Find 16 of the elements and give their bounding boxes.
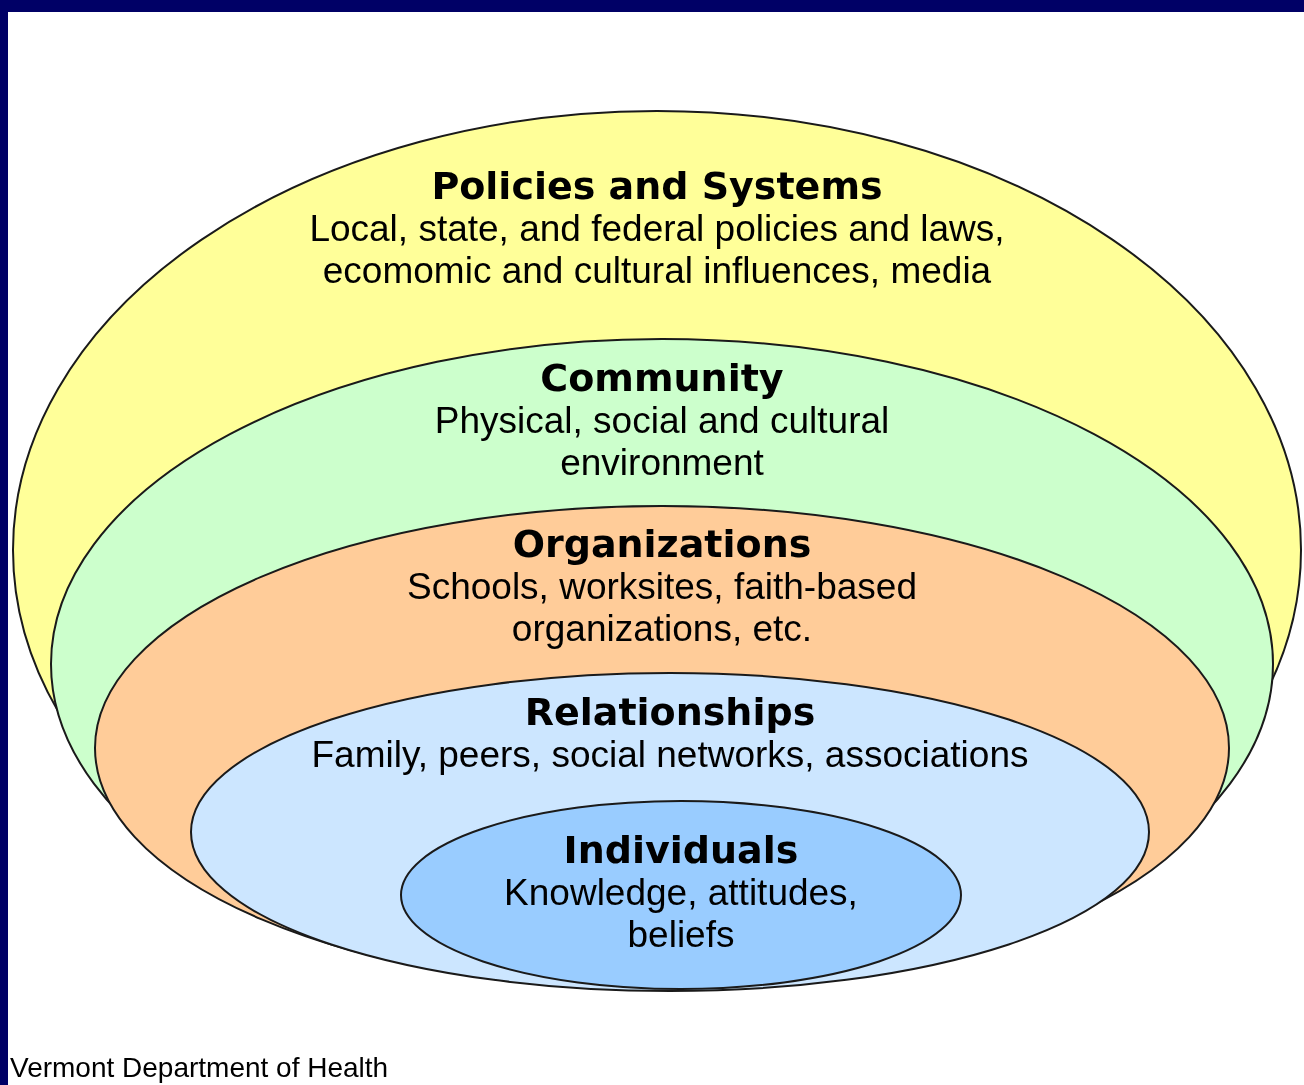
ellipse-layer [50,338,1274,990]
ellipse-layer [190,672,1150,992]
layer-description: Schools, worksites, faith-based organizations, etc. [406,566,918,650]
source-credit: Vermont Department of Health [10,1052,389,1084]
ellipse-layer [12,110,1302,990]
layer-title: Organizations [512,522,812,566]
layer-title: Relationships [524,690,816,734]
layer-description: Family, peers, social networks, associations [311,734,1029,776]
layer-description: Knowledge, attitudes, beliefs [503,872,859,956]
ellipse-layer [94,505,1230,991]
layer-description: Local, state, and federal policies and laws, ecomomic and cultural influences, media [308,208,1006,292]
ellipse-layer [400,800,962,990]
layer-title: Policies and Systems [431,164,883,208]
layer-title: Individuals [563,828,799,872]
layer-title: Community [540,356,784,400]
layer-description: Physical, social and cultural environment [433,400,891,484]
